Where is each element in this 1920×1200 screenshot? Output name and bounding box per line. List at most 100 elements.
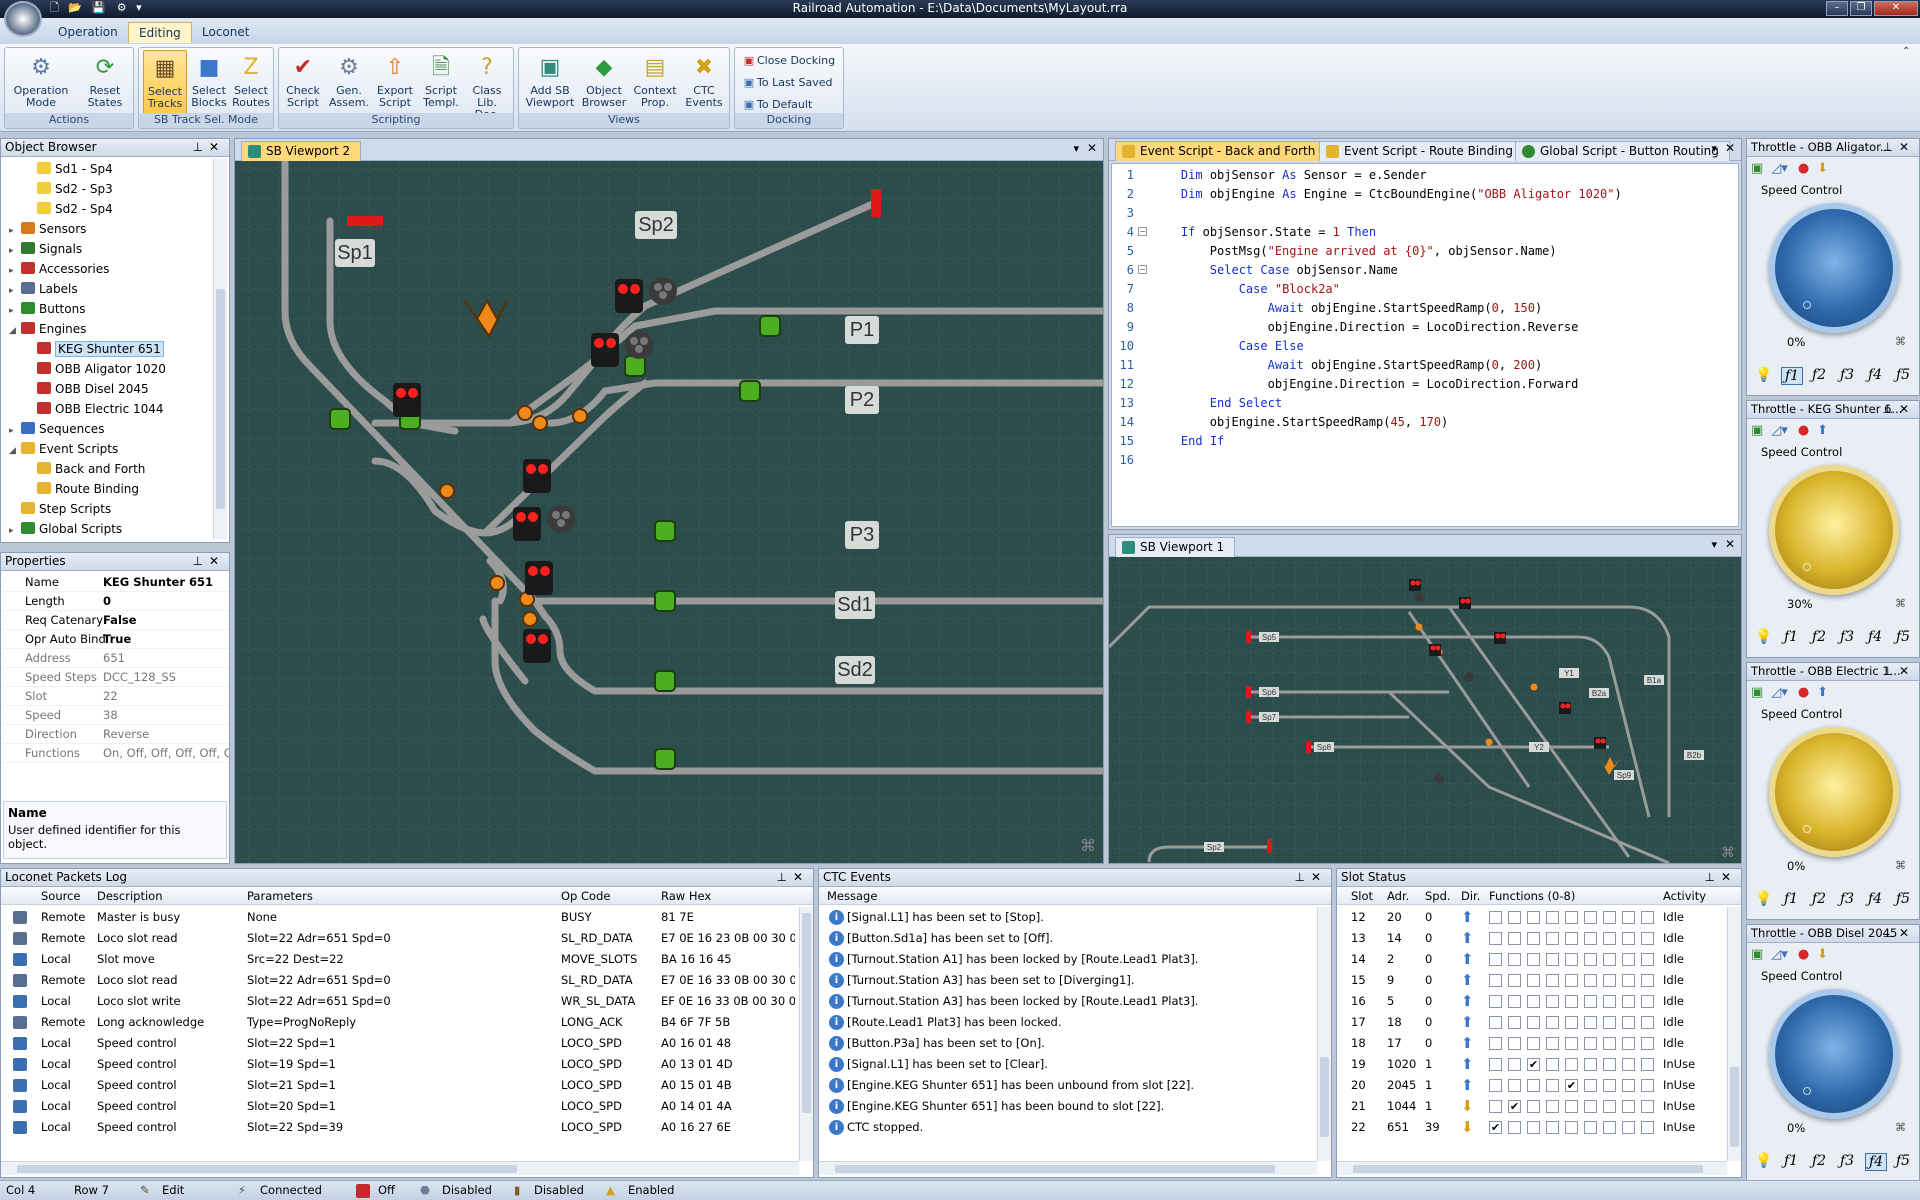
turnout-point[interactable] bbox=[1485, 738, 1493, 746]
select-blocks-button[interactable]: ■Select Blocks bbox=[191, 55, 227, 109]
function-checkbox[interactable] bbox=[1489, 1016, 1502, 1029]
function-checkbox[interactable] bbox=[1546, 911, 1559, 924]
function-checkbox[interactable] bbox=[1641, 911, 1654, 924]
col-op-code[interactable]: Op Code bbox=[561, 889, 611, 903]
track-power-icon[interactable]: ▣ bbox=[1751, 685, 1764, 700]
function-checkbox[interactable] bbox=[1565, 911, 1578, 924]
function-checkbox[interactable] bbox=[1508, 911, 1521, 924]
function-checkbox[interactable] bbox=[1546, 1058, 1559, 1071]
function-checkbox[interactable] bbox=[1641, 953, 1654, 966]
function-checkbox[interactable] bbox=[1508, 995, 1521, 1008]
function-checkbox[interactable] bbox=[1565, 974, 1578, 987]
tree-item[interactable]: ▸Signals bbox=[9, 241, 82, 257]
new-file-icon[interactable]: 🗋 bbox=[50, 1, 59, 14]
buffer-stop[interactable] bbox=[1246, 711, 1251, 723]
function-checkbox[interactable] bbox=[1622, 1121, 1635, 1134]
track-label[interactable]: Sp5 bbox=[1259, 632, 1279, 642]
pin-icon[interactable]: ⊥ bbox=[1882, 926, 1899, 940]
function-checkbox[interactable] bbox=[1641, 932, 1654, 945]
pin-icon[interactable]: ⊥ bbox=[1704, 870, 1721, 884]
expand-icon[interactable]: ◢ bbox=[9, 446, 16, 456]
dropdown-icon[interactable]: ▾ bbox=[136, 1, 142, 14]
function-checkbox[interactable] bbox=[1489, 932, 1502, 945]
app-logo-icon[interactable] bbox=[4, 1, 42, 37]
function-checkbox[interactable] bbox=[1603, 1121, 1616, 1134]
function-checkbox[interactable] bbox=[1546, 932, 1559, 945]
signal[interactable] bbox=[393, 383, 421, 417]
resize-grip-icon[interactable]: ⌘ bbox=[1080, 836, 1096, 855]
function-checkbox[interactable] bbox=[1603, 1058, 1616, 1071]
function-checkbox[interactable] bbox=[1565, 1121, 1578, 1134]
signal[interactable] bbox=[523, 459, 551, 493]
function-checkbox[interactable] bbox=[1584, 1037, 1597, 1050]
list-item[interactable]: i[Signal.L1] has been set to [Stop]. bbox=[819, 907, 1315, 928]
direction-icon[interactable]: ⬆ bbox=[1817, 423, 1829, 438]
function-checkbox[interactable] bbox=[1641, 995, 1654, 1008]
track-power-icon[interactable]: ▣ bbox=[1751, 161, 1764, 176]
function-checkbox[interactable] bbox=[1508, 1037, 1521, 1050]
function-button[interactable]: ƒ4 bbox=[1865, 1153, 1888, 1171]
function-checkbox[interactable] bbox=[1584, 1058, 1597, 1071]
stop-icon[interactable]: ● bbox=[1797, 685, 1810, 700]
turnout-point[interactable] bbox=[439, 483, 455, 499]
track-label[interactable]: P3 bbox=[845, 521, 879, 549]
list-item[interactable]: i[Button.P3a] has been set to [On]. bbox=[819, 1033, 1315, 1054]
close-icon[interactable]: ✕ bbox=[1898, 664, 1915, 678]
expand-icon[interactable]: ▸ bbox=[9, 286, 14, 296]
function-checkbox[interactable] bbox=[1641, 974, 1654, 987]
function-button[interactable]: ƒ2 bbox=[1812, 367, 1827, 383]
tree-item[interactable]: OBB Aligator 1020 bbox=[25, 361, 166, 377]
signal[interactable] bbox=[1559, 702, 1571, 714]
operation-mode-button[interactable]: ⚙Operation Mode bbox=[13, 55, 69, 109]
function-checkbox[interactable] bbox=[1622, 932, 1635, 945]
direction-icon[interactable]: ⬆ bbox=[1817, 685, 1829, 700]
function-checkbox[interactable] bbox=[1508, 974, 1521, 987]
function-checkbox[interactable] bbox=[1603, 932, 1616, 945]
to-default-button[interactable]: ▣To Default bbox=[741, 96, 812, 114]
function-checkbox[interactable]: ✔ bbox=[1489, 1121, 1502, 1134]
tree-item[interactable]: ▸Buttons bbox=[9, 301, 85, 317]
tree-item[interactable]: Step Scripts bbox=[9, 501, 111, 517]
signal[interactable] bbox=[513, 505, 575, 541]
col-adr[interactable]: Adr. bbox=[1387, 889, 1410, 903]
close-icon[interactable]: ✕ bbox=[1898, 926, 1915, 940]
speed-knob[interactable] bbox=[1769, 203, 1899, 333]
power-icon[interactable] bbox=[356, 1184, 370, 1198]
tree-item[interactable]: ▸Sequences bbox=[9, 421, 104, 437]
pin-icon[interactable]: ⊥ bbox=[1882, 140, 1899, 154]
track-label[interactable]: Sp8 bbox=[1314, 742, 1334, 752]
list-item[interactable]: i[Button.Sd1a] has been set to [Off]. bbox=[819, 928, 1315, 949]
function-checkbox[interactable] bbox=[1584, 953, 1597, 966]
context-prop-button[interactable]: ▤Context Prop. bbox=[633, 55, 677, 109]
function-checkbox[interactable] bbox=[1546, 1016, 1559, 1029]
chart-icon[interactable]: ◿▾ bbox=[1771, 423, 1788, 438]
track-power-icon[interactable]: ▣ bbox=[1751, 947, 1764, 962]
close-icon[interactable]: ✕ bbox=[1086, 141, 1097, 155]
function-button[interactable]: ƒ1 bbox=[1784, 629, 1799, 645]
col-description[interactable]: Description bbox=[97, 889, 163, 903]
signal[interactable] bbox=[525, 561, 553, 595]
minimize-button[interactable]: – bbox=[1826, 1, 1848, 16]
signal-head[interactable] bbox=[1434, 774, 1444, 784]
turnout-point[interactable] bbox=[489, 575, 505, 591]
tree-item[interactable]: OBB Disel 2045 bbox=[25, 381, 149, 397]
track-segment[interactable] bbox=[491, 597, 1103, 775]
horizontal-scrollbar[interactable] bbox=[1, 1161, 799, 1175]
vertical-scrollbar[interactable] bbox=[1317, 907, 1331, 1161]
function-button[interactable]: ƒ5 bbox=[1896, 891, 1911, 907]
settings-icon[interactable]: ⚙ bbox=[116, 1, 127, 14]
list-item[interactable]: i[Turnout.Station A1] has been locked by… bbox=[819, 949, 1315, 970]
function-checkbox[interactable] bbox=[1489, 974, 1502, 987]
function-checkbox[interactable] bbox=[1603, 995, 1616, 1008]
function-button[interactable]: ƒ3 bbox=[1840, 1153, 1855, 1169]
function-checkbox[interactable] bbox=[1565, 995, 1578, 1008]
direction-icon[interactable]: ⬇ bbox=[1817, 161, 1829, 176]
